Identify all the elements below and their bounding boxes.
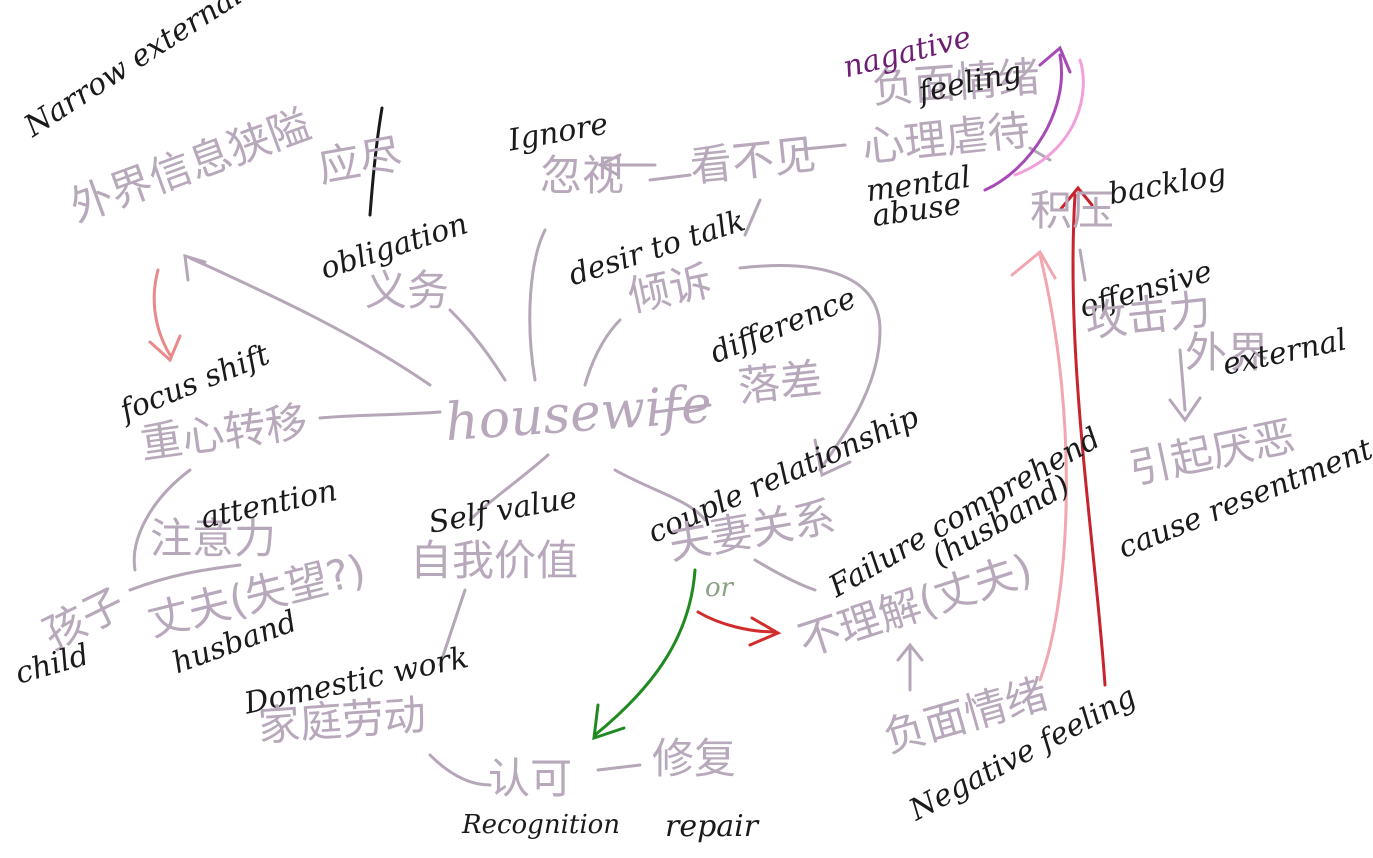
- arrow-external-to-focus: [148, 268, 182, 363]
- line-to-difference: [653, 403, 712, 414]
- label-obligation-zh: 义务: [365, 266, 450, 315]
- arrowhead-external-info: [183, 253, 207, 282]
- line-desire-from-notsee: [743, 198, 762, 237]
- line-notsee-to-abuse: [793, 143, 847, 152]
- line-desire-loop: [738, 264, 882, 478]
- line-to-obligation: [448, 308, 507, 382]
- arrow-abuse-to-feeling-purple: [983, 45, 1072, 192]
- label-difference-zh: 落差: [735, 353, 825, 412]
- line-focus-to-child: [132, 468, 192, 572]
- label-domestic-work-zh: 家庭劳动: [256, 690, 428, 751]
- label-backlog-zh: 积压: [1030, 186, 1115, 235]
- label-repair: repair: [665, 809, 759, 844]
- line-to-ignore: [528, 228, 547, 382]
- line-to-couple: [613, 468, 707, 522]
- label-recognition-zh: 认可: [488, 754, 573, 803]
- label-or: or: [705, 573, 734, 603]
- arrow-neg-to-backlog-red: [1058, 185, 1107, 687]
- line-to-failure: [753, 558, 817, 592]
- label-self-value-zh: 自我价值: [410, 536, 579, 585]
- line-ignore-to-notsee: [648, 173, 692, 182]
- line-self-to-domestic: [438, 588, 467, 667]
- line-to-husband-wave: [128, 563, 242, 592]
- line-to-focus: [318, 410, 442, 420]
- arrow-red-or: [696, 610, 782, 647]
- label-repair-zh: 修复: [652, 734, 737, 783]
- line-ignore-arrows: [596, 153, 657, 177]
- label-ignore-zh: 忽视: [540, 151, 625, 200]
- line-backlog-to-offensive: [1078, 248, 1087, 282]
- line-offensive-to-external: [1168, 348, 1202, 423]
- label-not-see-zh: 看不见: [687, 129, 819, 192]
- line-to-self-value: [468, 453, 550, 522]
- line-domestic-to-recognition: [428, 753, 492, 787]
- arrow-abuse-to-feeling-pink: [1013, 58, 1085, 177]
- line-recognition-to-repair: [596, 763, 642, 772]
- arrow-neg-to-backlog-pink: [1010, 249, 1068, 682]
- label-external-zh: 外界: [1185, 328, 1270, 377]
- line-obligation-black: [368, 106, 384, 217]
- line-neg-to-failure: [896, 642, 924, 692]
- arrow-green-or: [592, 568, 697, 741]
- line-to-desire: [583, 318, 622, 387]
- line-to-external-info: [188, 256, 432, 387]
- label-recognition: Recognition: [462, 810, 621, 840]
- label-attention-zh: 注意力: [150, 514, 277, 563]
